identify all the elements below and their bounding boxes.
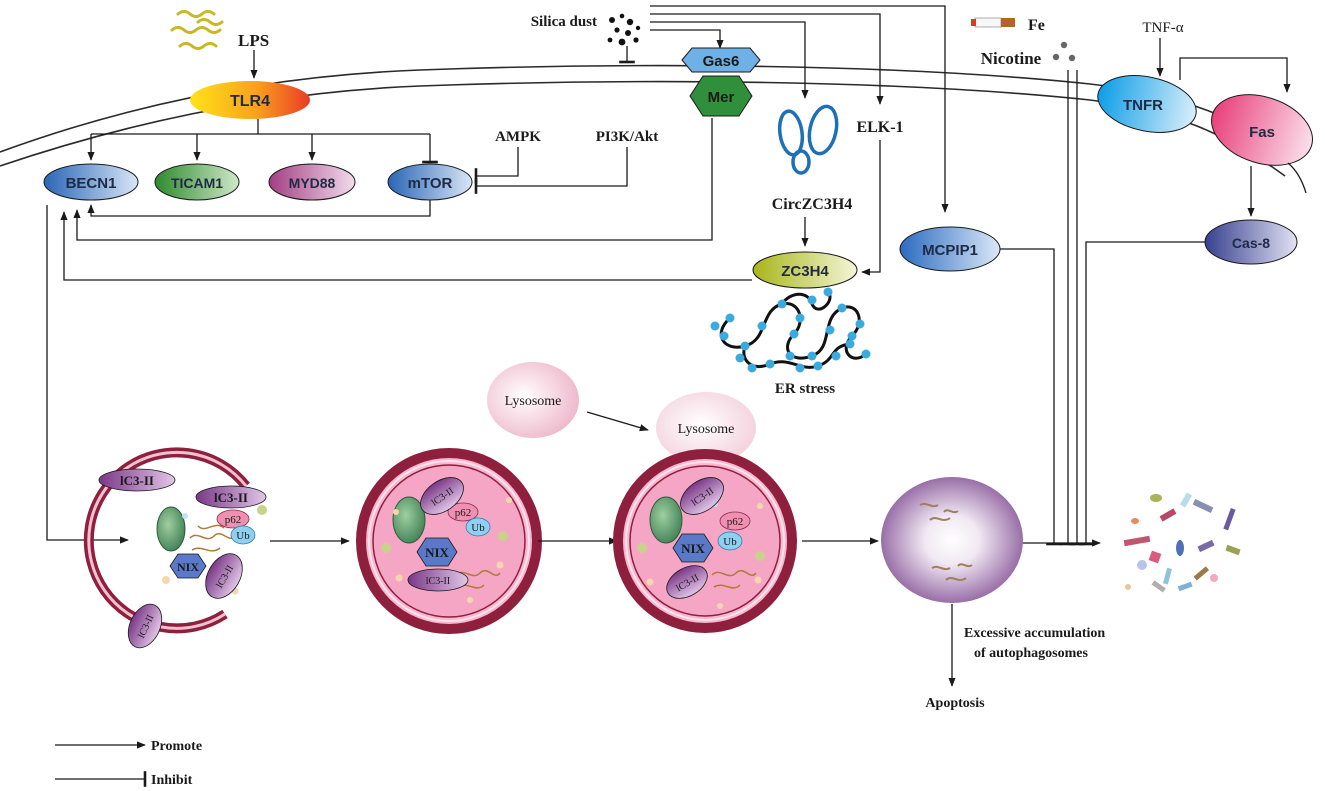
tlr4-fanout [87, 119, 438, 164]
p62-label-2: p62 [455, 507, 472, 519]
legend: Promote Inhibit [55, 739, 202, 788]
fas-label: Fas [1249, 124, 1275, 141]
cigarette-icon [971, 17, 1015, 28]
arrow-lysosome-move [586, 411, 649, 432]
node-zc3h4: ZC3H4 [752, 251, 858, 289]
nix-label-3: NIX [681, 541, 705, 556]
mer-label: Mer [708, 89, 735, 106]
elk1-label: ELK-1 [856, 119, 903, 136]
tlr4-label: TLR4 [230, 93, 270, 110]
nix-label-2: NIX [425, 545, 449, 560]
mtor-label: mTOR [408, 175, 453, 192]
pi3k-label: PI3K/Akt [596, 129, 659, 145]
p62-label-1: p62 [225, 514, 242, 526]
cas8-label: Cas-8 [1232, 235, 1270, 251]
p62-label-3: p62 [727, 516, 744, 528]
inhibit-ampk-mtor [474, 147, 519, 184]
ub-label-3: Ub [723, 536, 737, 548]
lc3-label-6: lC3-II [426, 576, 450, 587]
lysosome-right-label: Lysosome [678, 422, 735, 437]
apoptosis-label: Apoptosis [925, 696, 985, 711]
lps-squiggles [170, 10, 224, 50]
node-mcpip1: MCPIP1 [899, 226, 1001, 272]
node-cas8: Cas-8 [1204, 219, 1298, 265]
arrow-tnfr-fas [1179, 57, 1291, 93]
lps-label: LPS [238, 31, 269, 50]
lysosome-right: Lysosome [656, 392, 756, 464]
node-becn1: BECN1 [43, 163, 139, 201]
lc3-markers-phagophore: lC3-II lC3-II lC3-II lC3-II [98, 468, 267, 649]
ub-label-1: Ub [236, 530, 250, 542]
arrow-mer-becn1 [73, 118, 713, 241]
arrow-mtor-becn1 [87, 200, 431, 217]
nix-label-1: NIX [177, 560, 199, 574]
lc3-label-2: lC3-II [214, 490, 248, 505]
excess-line2: of autophagosomes [974, 646, 1089, 661]
tnf-label: TNF-α [1142, 20, 1183, 36]
excess-line1: Excessive accumulation [964, 626, 1105, 641]
node-mtor: mTOR [387, 163, 473, 201]
fas-tail [1287, 162, 1307, 194]
ticam1-label: TICAM1 [171, 175, 223, 191]
mer-receptor: Mer [689, 75, 753, 117]
ampk-label: AMPK [495, 129, 541, 145]
autolysosome: p62 Ub NIX [613, 449, 797, 633]
cell-debris [1123, 492, 1241, 593]
lysosome-left-label: Lysosome [505, 394, 562, 409]
circzc3h4-label: CircZC3H4 [772, 196, 853, 213]
node-tnfr: TNFR [1097, 75, 1197, 133]
arrow-zc3h4-becn1 [60, 211, 752, 281]
protein-aggregate-icon [189, 524, 237, 552]
apoptotic-cell [881, 477, 1023, 603]
er-stress-label: ER stress [775, 381, 835, 397]
ub-label-2: Ub [471, 522, 485, 534]
zc3h4-label: ZC3H4 [781, 263, 829, 280]
inhibit-pi3k-mtor [474, 147, 628, 194]
protein-aggregate-icon [711, 570, 757, 589]
circzc3h4-rings [777, 104, 839, 175]
silica-particles [607, 13, 641, 46]
inhibit-lines [1000, 70, 1205, 546]
node-fas: Fas [1211, 94, 1313, 166]
silica-label: Silica dust [531, 14, 597, 30]
arrow-becn1-phagophore [46, 205, 129, 544]
lc3-markers-autolysosome: lC3-II lC3-II [666, 477, 724, 599]
arrow-elk1-zc3h4 [861, 140, 881, 276]
fe-particles-icon [1052, 41, 1076, 62]
lc3-label-1: lC3-II [120, 473, 154, 488]
er-stress-structure [710, 287, 871, 373]
fe-label: Fe [1028, 17, 1045, 34]
phagophore: p62 Ub NIX [83, 447, 267, 634]
mitochondria-icon [156, 506, 186, 552]
tlr4-receptor: TLR4 [190, 81, 310, 119]
mitochondria-icon [649, 496, 683, 544]
legend-inhibit-label: Inhibit [151, 773, 193, 788]
becn1-label: BECN1 [66, 175, 117, 192]
gas6-receptor: Gas6 [681, 47, 761, 73]
mitochondria-icon [392, 496, 426, 544]
tnfr-label: TNFR [1123, 97, 1163, 114]
node-myd88: MYD88 [268, 163, 356, 201]
cell-membrane [0, 64, 1301, 177]
mcpip1-label: MCPIP1 [922, 242, 978, 259]
lysosome-left: Lysosome [487, 362, 579, 438]
silica-arrows [619, 5, 949, 213]
myd88-label: MYD88 [289, 175, 336, 191]
legend-promote-label: Promote [151, 739, 202, 754]
gas6-label: Gas6 [703, 53, 740, 70]
node-ticam1: TICAM1 [154, 163, 240, 201]
nicotine-label: Nicotine [981, 49, 1042, 68]
lc3-markers-autophagosome: lC3-II lC3-II [407, 477, 469, 592]
